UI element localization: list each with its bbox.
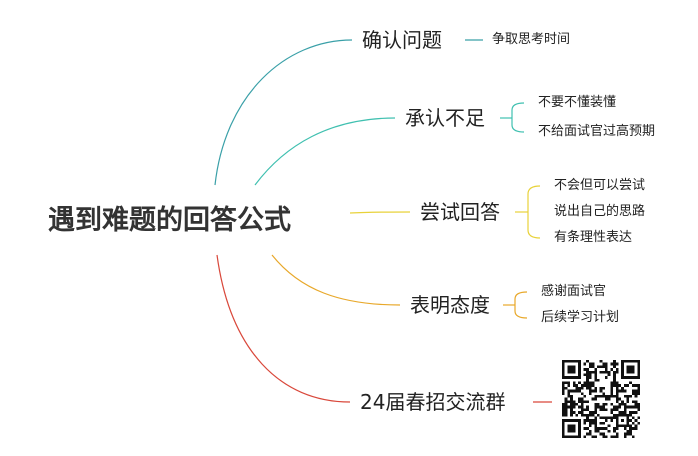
- leaf-item: 不要不懂装懂: [538, 95, 617, 110]
- branch-show-attitude: 表明态度: [410, 293, 490, 317]
- leaf-item: 有条理性表达: [554, 230, 633, 245]
- leaf-item: 后续学习计划: [541, 310, 620, 325]
- leaf-bracket-attitude: [514, 291, 528, 319]
- qr-code-icon: [562, 360, 640, 438]
- root-node: 遇到难题的回答公式: [48, 205, 291, 236]
- leaf-item: 争取思考时间: [492, 32, 571, 47]
- leaf-item: 感谢面试官: [541, 284, 607, 299]
- leaf-bracket-try: [527, 185, 541, 239]
- branch-admit-shortcoming: 承认不足: [405, 106, 485, 130]
- connector-join-group: [216, 254, 351, 403]
- connector-admit-shortcoming: [254, 117, 396, 186]
- branch-join-group: 24届春招交流群: [360, 390, 506, 414]
- leaf-item: 说出自己的思路: [554, 204, 646, 219]
- connector-show-attitude: [271, 254, 401, 306]
- leaf-item: 不会但可以尝试: [554, 178, 646, 193]
- branch-try-answer: 尝试回答: [420, 200, 500, 224]
- connector-try-answer: [349, 211, 411, 214]
- leaf-item: 不给面试官过高预期: [538, 124, 656, 139]
- connector-confirm-question: [214, 39, 353, 186]
- leaf-bracket-admit: [511, 102, 525, 133]
- branch-confirm-question: 确认问题: [362, 28, 442, 52]
